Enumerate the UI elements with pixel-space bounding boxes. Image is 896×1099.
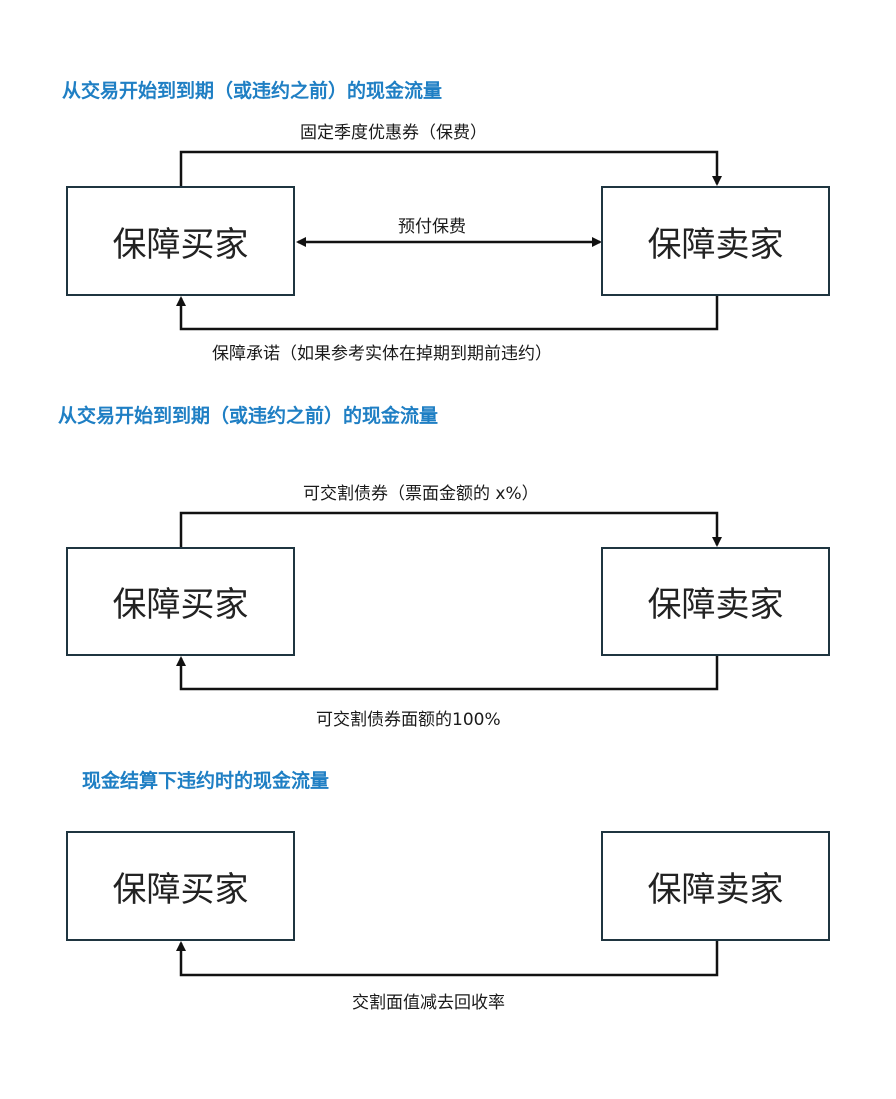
premium-label: 固定季度优惠券（保费）	[300, 123, 487, 143]
protection-promise-label: 保障承诺（如果参考实体在掉期到期前违约）	[212, 344, 552, 364]
section-3-heading: 现金结算下违约时的现金流量	[82, 770, 330, 792]
deliverable-bond-label: 可交割债券（票面金额的 x%）	[303, 484, 539, 504]
protection-buyer-label: 保障买家	[112, 585, 249, 625]
protection-seller-label: 保障卖家	[647, 869, 784, 910]
protection-seller-label: 保障卖家	[647, 585, 784, 625]
protection-seller-label: 保障卖家	[647, 224, 784, 265]
protection-buyer-box: 保障买家	[66, 831, 295, 941]
par-payment-arrow	[176, 656, 719, 691]
deliverable-bond-arrow	[179, 511, 722, 547]
protection-buyer-box: 保障买家	[66, 186, 295, 296]
section-2-heading: 从交易开始到到期（或违约之前）的现金流量	[58, 405, 439, 427]
cash-settlement-label: 交割面值减去回收率	[352, 993, 505, 1013]
protection-seller-box: 保障卖家	[601, 547, 830, 656]
premium-arrow	[179, 150, 722, 186]
upfront-premium-label: 预付保费	[398, 217, 466, 237]
protection-arrow	[176, 296, 719, 331]
protection-buyer-box: 保障买家	[66, 547, 295, 656]
cash-settlement-arrow	[176, 940, 719, 977]
par-payment-label: 可交割债券面额的100%	[316, 710, 501, 730]
protection-seller-box: 保障卖家	[601, 186, 830, 296]
section-1-heading: 从交易开始到到期（或违约之前）的现金流量	[62, 80, 443, 102]
protection-buyer-label: 保障买家	[112, 869, 249, 910]
protection-buyer-label: 保障买家	[112, 224, 249, 265]
protection-seller-box: 保障卖家	[601, 831, 830, 941]
